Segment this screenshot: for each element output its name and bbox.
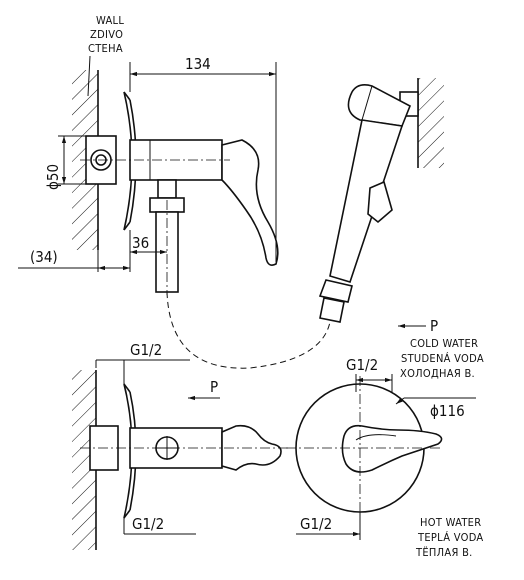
dim-diameter-small-label: ϕ50 bbox=[44, 164, 62, 190]
cold-water-cz: STUDENÁ VODA bbox=[401, 352, 484, 365]
dim-thread-bottom-label: G1/2 bbox=[132, 515, 164, 533]
dim-diameter-large-label: ϕ116 bbox=[430, 402, 465, 420]
dim-offset: (34) bbox=[18, 230, 131, 272]
wall-label: WALL ZDIVO СТЕНА bbox=[87, 14, 124, 97]
lever bbox=[221, 139, 279, 266]
cold-water-en: COLD WATER bbox=[410, 337, 478, 350]
flow-marker-bottom: P bbox=[210, 378, 218, 396]
cold-water-ru: ХОЛОДНАЯ В. bbox=[400, 367, 475, 380]
hot-water-en: HOT WATER bbox=[420, 516, 481, 529]
hot-water-cz: TEPLÁ VODA bbox=[417, 531, 484, 544]
dim-thread-bottom: G1/2 bbox=[123, 515, 196, 535]
top-view-valve bbox=[72, 370, 290, 550]
hose-dashed bbox=[166, 291, 331, 369]
shower-trigger bbox=[367, 180, 393, 224]
shower-collar bbox=[318, 279, 353, 303]
wall-label-ru: СТЕНА bbox=[88, 42, 123, 55]
shower-head bbox=[347, 84, 412, 127]
dim-depth-label: 134 bbox=[185, 55, 211, 73]
wall-label-cz: ZDIVO bbox=[90, 28, 123, 41]
dim-depth: 134 bbox=[129, 55, 277, 262]
dim-thread-front-bottom: G1/2 bbox=[296, 512, 361, 540]
dim-thread-front-bottom-label: G1/2 bbox=[300, 515, 332, 533]
shower-handle bbox=[329, 119, 404, 283]
hand-shower bbox=[318, 78, 444, 323]
hot-water-legend: HOT WATER TEPLÁ VODA ТЁПЛАЯ В. bbox=[415, 516, 484, 559]
dim-offset-label: (34) bbox=[30, 248, 58, 266]
front-view bbox=[286, 376, 443, 520]
dim-outlet-label: 36 bbox=[132, 234, 149, 252]
dim-thread-front-label: G1/2 bbox=[346, 356, 378, 374]
wall-label-en: WALL bbox=[96, 14, 124, 27]
hot-water-ru: ТЁПЛАЯ В. bbox=[415, 546, 473, 559]
cold-water-legend: P COLD WATER STUDENÁ VODA ХОЛОДНАЯ В. bbox=[398, 317, 484, 380]
flow-arrow-bottom: P bbox=[188, 378, 220, 401]
flow-marker-top: P bbox=[430, 317, 438, 335]
dim-outlet: 36 bbox=[130, 234, 167, 255]
dim-thread-front: G1/2 bbox=[346, 356, 393, 392]
dim-diameter-large: ϕ116 bbox=[395, 397, 476, 420]
dim-thread-top-label: G1/2 bbox=[130, 341, 162, 359]
dim-thread-top: G1/2 bbox=[95, 341, 190, 384]
front-lever bbox=[341, 424, 443, 473]
wall-hatch-right bbox=[418, 78, 444, 168]
dim-diameter-small: ϕ50 bbox=[44, 135, 86, 190]
side-view-valve bbox=[72, 70, 279, 295]
